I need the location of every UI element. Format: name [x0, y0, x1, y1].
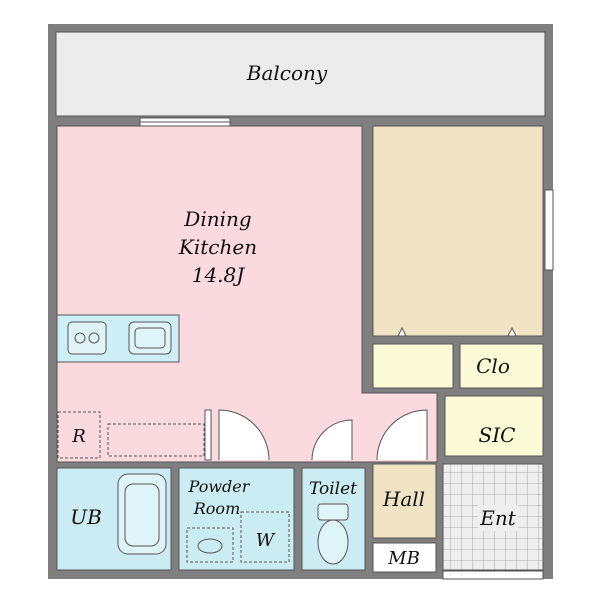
- r-label: R: [71, 426, 86, 447]
- door-arc: [311, 419, 353, 461]
- sink-icon: [128, 321, 172, 355]
- w-label: W: [256, 530, 276, 551]
- hall-area: [372, 463, 437, 539]
- kitchen-label: Kitchen: [178, 235, 257, 259]
- closet-door-marker: [397, 326, 407, 337]
- ub-label: UB: [70, 505, 102, 529]
- mb-label: MB: [387, 548, 420, 569]
- dining-label: Dining: [183, 207, 251, 231]
- ent-label-bg: [478, 505, 518, 531]
- closet-door-marker: [507, 326, 517, 337]
- door-arc: [376, 409, 428, 461]
- sic-area: [444, 395, 544, 457]
- balcony-label: Balcony: [246, 61, 328, 85]
- bedroom-window: [544, 189, 554, 271]
- closet-area-left: [372, 343, 454, 389]
- burner-icon: [74, 332, 86, 344]
- washer-counter: [107, 423, 205, 457]
- clo-label: Clo: [476, 354, 510, 378]
- toilet-tank-icon: [317, 503, 349, 521]
- toilet-label: Toilet: [309, 479, 357, 499]
- room-label: Room: [193, 499, 240, 518]
- sink-basin-icon: [134, 327, 166, 349]
- powder-label: Powder: [188, 477, 251, 496]
- burner-icon: [88, 332, 100, 344]
- dining-kitchen-area: [56, 125, 438, 463]
- door-post: [204, 409, 212, 461]
- bathtub-inner-icon: [124, 483, 160, 547]
- bedroom-area: [372, 125, 544, 337]
- fridge-space: [57, 411, 101, 459]
- balcony-area: [55, 31, 546, 117]
- sic-label: SIC: [479, 423, 516, 447]
- hall-label: Hall: [382, 487, 425, 511]
- washbasin-icon: [186, 527, 234, 563]
- dk-size-label: 14.8J: [192, 263, 246, 287]
- entrance-door: [442, 570, 544, 580]
- mb-area: [372, 542, 437, 573]
- powder-room-area: [178, 467, 295, 571]
- closet-area-right: [459, 343, 544, 389]
- door-arc: [218, 409, 270, 461]
- bathtub-icon: [117, 473, 167, 555]
- washer-space: [240, 511, 290, 563]
- toilet-bowl-icon: [317, 519, 349, 565]
- washbasin-bowl-icon: [197, 538, 223, 554]
- stove-icon: [67, 321, 107, 355]
- ent-label: Ent: [479, 506, 516, 530]
